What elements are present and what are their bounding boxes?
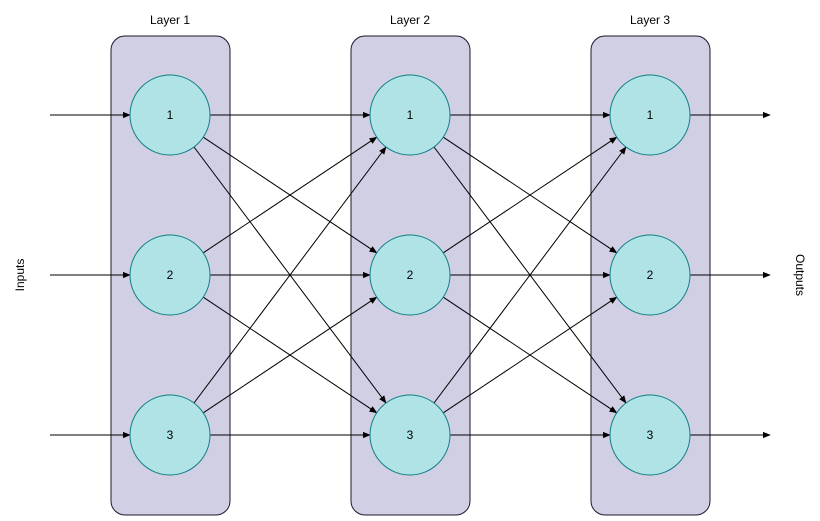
connection-l2n2-l3n1 [443, 136, 618, 254]
layer-2-neuron-2: 2 [369, 234, 451, 316]
layer-2-title: Layer 2 [390, 13, 430, 27]
connection-l1n3-l2n2 [203, 296, 378, 414]
neuron-label: 2 [647, 268, 654, 282]
layer-1-neuron-1: 1 [129, 74, 211, 156]
layer-3-neuron-1: 1 [609, 74, 691, 156]
neuron-label: 2 [167, 268, 174, 282]
connection-l2n3-l3n2 [443, 296, 618, 414]
connection-l1n2-l2n1 [203, 136, 378, 254]
layer-1-neuron-2: 2 [129, 234, 211, 316]
layer-2-neuron-1: 1 [369, 74, 451, 156]
neuron-label: 1 [647, 108, 654, 122]
layer-1-title: Layer 1 [150, 13, 190, 27]
outputs-label: Outputs [793, 254, 807, 296]
connection-l2n3-l3n1 [433, 146, 627, 404]
inputs-label: Inputs [13, 259, 27, 292]
neuron-label: 1 [407, 108, 414, 122]
connection-l1n3-l2n1 [193, 146, 387, 404]
neuron-label: 3 [167, 428, 174, 442]
layer-3-title: Layer 3 [630, 13, 670, 27]
layer-1-neuron-3: 3 [129, 394, 211, 476]
connections [50, 111, 771, 439]
neuron-label: 1 [167, 108, 174, 122]
neuron-label: 3 [647, 428, 654, 442]
layer-3-neuron-3: 3 [609, 394, 691, 476]
neuron-label: 2 [407, 268, 414, 282]
layer-2-neuron-3: 3 [369, 394, 451, 476]
layer-3-neuron-2: 2 [609, 234, 691, 316]
neuron-label: 3 [407, 428, 414, 442]
